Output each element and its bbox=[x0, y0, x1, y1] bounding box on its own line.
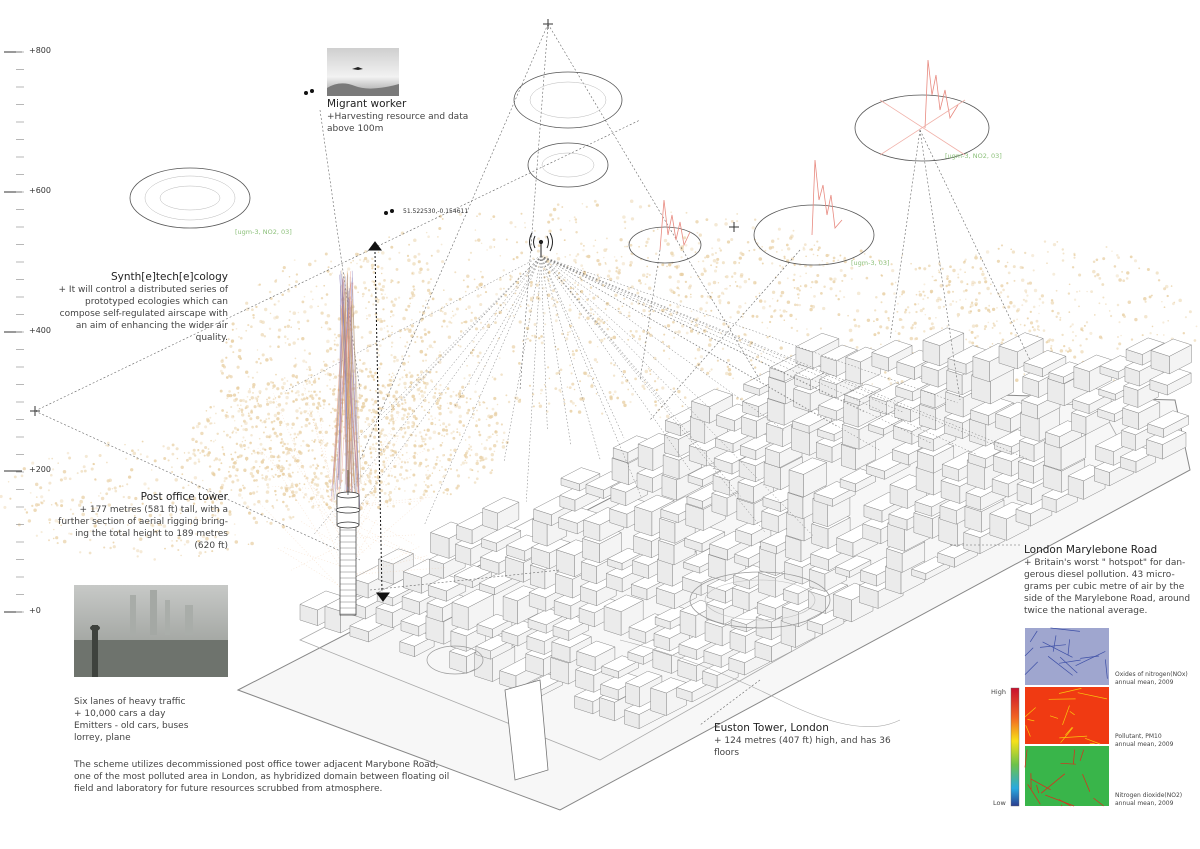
traffic-annotation: Six lanes of heavy traffic + 10,000 cars… bbox=[74, 696, 188, 744]
scheme-description: The scheme utilizes decommissioned post … bbox=[74, 759, 449, 795]
legend-map-label: Nitrogen dioxide(NO2) annual mean, 2009 bbox=[1115, 792, 1182, 808]
marylebone-line: twice the national average. bbox=[1024, 606, 1148, 616]
marylebone-line: grams per cubic metre of air by the bbox=[1024, 582, 1185, 592]
unit-label: [ugm-3, NO2, 03] bbox=[945, 152, 1002, 160]
unit-label: [ugm-3, NO2, 03] bbox=[235, 228, 292, 236]
marylebone-line: + Britain's worst " hotspot" for dan- bbox=[1024, 558, 1186, 568]
legend-map-label: Oxides of nitrogen(NOx) annual mean, 200… bbox=[1115, 671, 1188, 687]
legend-high-label: High bbox=[991, 688, 1006, 696]
antenna-icon bbox=[529, 232, 553, 256]
euston-line: floors bbox=[714, 748, 740, 758]
gps-coordinates: 51.522530,-0.154611 bbox=[403, 208, 469, 215]
marylebone-line: side of the Marylebone Road, around bbox=[1024, 594, 1191, 604]
city-model bbox=[236, 327, 1193, 811]
drone-photo bbox=[327, 48, 399, 96]
traffic-line: Emitters - old cars, buses bbox=[74, 721, 189, 731]
synthetech-line: quality. bbox=[195, 333, 228, 343]
post-office-line: further section of aerial rigging bring- bbox=[58, 517, 228, 527]
migrant-worker-line: above 100m bbox=[327, 124, 384, 134]
scheme-line: field and laboratory for future resource… bbox=[74, 784, 383, 794]
scheme-line: one of the most polluted area in London,… bbox=[74, 772, 450, 782]
legend-map-name: Nitrogen dioxide(NO2) bbox=[1115, 792, 1183, 799]
legend-map-note: annual mean, 2009 bbox=[1115, 679, 1174, 686]
pollution-legend bbox=[1010, 627, 1109, 807]
euston-title: Euston Tower, London bbox=[714, 722, 829, 734]
legend-map-name: Oxides of nitrogen(NOx) bbox=[1115, 671, 1188, 678]
synthetech-line: an aim of enhancing the wider air bbox=[75, 321, 228, 331]
post-office-line: ing the total height to 189 metres bbox=[75, 529, 228, 539]
sensor-rings bbox=[129, 71, 990, 266]
synthetech-line: prototyped ecologies which can bbox=[85, 297, 228, 307]
traffic-line: lorrey, plane bbox=[74, 733, 131, 743]
antenna-signal-rays bbox=[283, 255, 1030, 540]
legend-low-label: Low bbox=[993, 799, 1006, 807]
legend-map-name: Pollutant, PM10 bbox=[1115, 733, 1162, 740]
post-office-title: Post office tower bbox=[140, 491, 228, 503]
height-scale bbox=[4, 51, 24, 613]
scale-label-600: +600 bbox=[29, 186, 51, 195]
legend-map-label: Pollutant, PM10 annual mean, 2009 bbox=[1115, 733, 1173, 749]
synthetech-line: + It will control a distributed series o… bbox=[58, 285, 228, 295]
synthetech-title: Synth[e]tech[e]cology bbox=[110, 271, 228, 283]
scale-label-200: +200 bbox=[29, 465, 51, 474]
migrant-worker-title: Migrant worker bbox=[327, 98, 407, 110]
scheme-line: The scheme utilizes decommissioned post … bbox=[74, 760, 439, 770]
marylebone-line: gerous diesel pollution. 43 micro- bbox=[1024, 570, 1175, 580]
legend-map-note: annual mean, 2009 bbox=[1115, 800, 1174, 807]
unit-label: [ugm-3, 03] bbox=[851, 259, 890, 267]
migrant-worker-line: +Harvesting resource and data bbox=[327, 112, 469, 122]
traffic-line: Six lanes of heavy traffic bbox=[74, 697, 186, 707]
london-skyline-photo bbox=[74, 585, 228, 677]
marker-dots bbox=[304, 89, 394, 215]
marylebone-title: London Marylebone Road bbox=[1024, 544, 1158, 556]
post-office-tower bbox=[335, 470, 361, 616]
height-arrow bbox=[368, 241, 390, 602]
synthetech-line: compose self-regulated airscape with bbox=[59, 309, 228, 319]
pollution-spike-graphs bbox=[659, 59, 966, 251]
scale-label-800: +800 bbox=[29, 46, 51, 55]
euston-line: + 124 metres (407 ft) high, and has 36 bbox=[714, 736, 891, 746]
scale-label-400: +400 bbox=[29, 326, 51, 335]
traffic-line: + 10,000 cars a day bbox=[74, 709, 166, 719]
post-office-annotation: Post office tower + 177 metres (581 ft) … bbox=[58, 491, 228, 552]
scale-label-0: +0 bbox=[29, 606, 41, 615]
synthetech-annotation: Synth[e]tech[e]cology + It will control … bbox=[59, 271, 228, 344]
migrant-worker-annotation: Migrant worker +Harvesting resource and … bbox=[327, 98, 468, 135]
legend-map-note: annual mean, 2009 bbox=[1115, 741, 1174, 748]
marylebone-annotation: London Marylebone Road + Britain's worst… bbox=[1024, 544, 1190, 617]
post-office-line: (620 ft) bbox=[194, 541, 228, 551]
euston-annotation: Euston Tower, London + 124 metres (407 f… bbox=[714, 722, 891, 759]
post-office-line: + 177 metres (581 ft) tall, with a bbox=[79, 505, 228, 515]
